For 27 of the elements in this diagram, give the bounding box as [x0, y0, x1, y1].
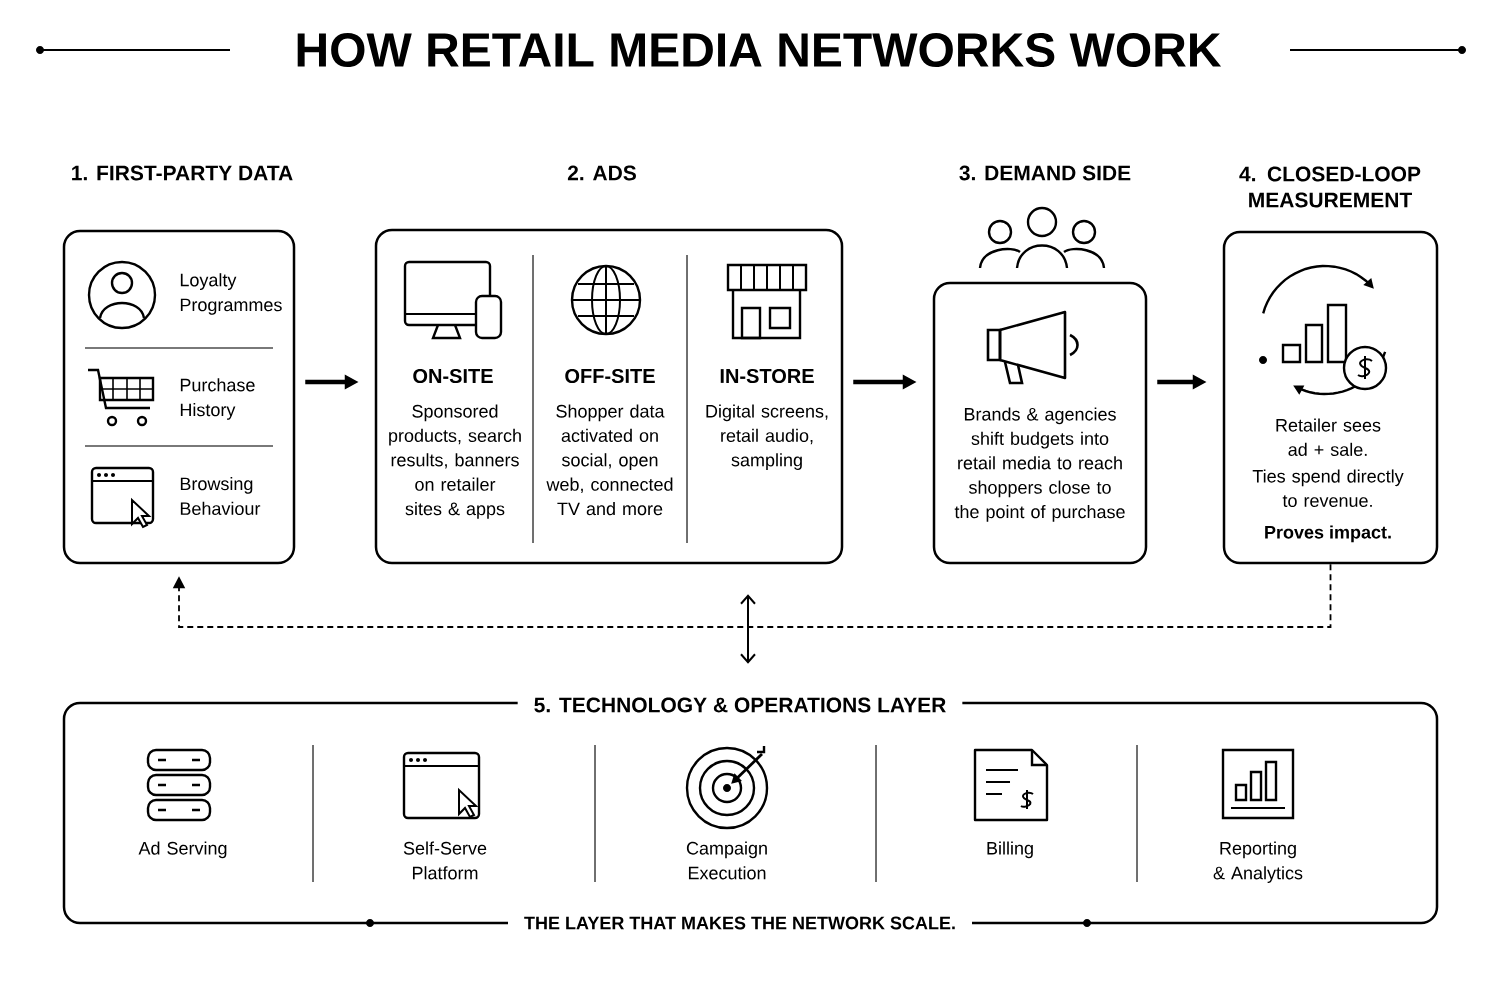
item-label: Billing: [987, 841, 1033, 859]
item-label: Campaign Execution: [686, 841, 767, 880]
arrow: [172, 563, 1332, 628]
item-label: Loyalty Programmes: [180, 273, 282, 315]
description: Retailer sees ad + sale.: [1276, 418, 1381, 457]
column-text: Digital screens, retail audio, sampling: [706, 404, 828, 470]
emphasis-text: Proves impact.: [1265, 525, 1391, 543]
column-heading: OFF-SITE: [565, 368, 655, 384]
footer-text: THE LAYER THAT MAKES THE NETWORK SCALE.: [508, 912, 972, 934]
heading: 1. FIRST-PARTY DATA: [72, 165, 293, 181]
description: Ties spend directly to revenue.: [1252, 469, 1404, 508]
arrow: [740, 594, 756, 664]
item-label: Reporting & Analytics: [1213, 841, 1303, 883]
item-label: Ad Serving: [138, 841, 227, 859]
heading: 4. CLOSED-LOOP MEASUREMENT: [1239, 166, 1421, 208]
column-text: Sponsored products, search results, banners on retailer sites & apps: [389, 404, 521, 519]
column-heading: IN-STORE: [720, 368, 814, 384]
column-heading: ON-SITE: [413, 368, 493, 384]
column-text: Shopper data activated on social, open web, connected TV and more: [546, 404, 673, 516]
item-label: Self-Serve Platform: [403, 841, 487, 880]
description: Brands & agencies shift budgets into retail media to reach shoppers close to the point of purchase: [954, 407, 1125, 522]
item-label: Browsing Behaviour: [180, 477, 261, 515]
item-label: Purchase History: [180, 378, 255, 420]
heading: 2. ADS: [567, 165, 636, 181]
title: HOW RETAIL MEDIA NETWORKS WORK: [297, 33, 1222, 67]
heading: 5. TECHNOLOGY & OPERATIONS LAYER: [517, 693, 963, 717]
heading: 3. DEMAND SIDE: [959, 165, 1131, 181]
